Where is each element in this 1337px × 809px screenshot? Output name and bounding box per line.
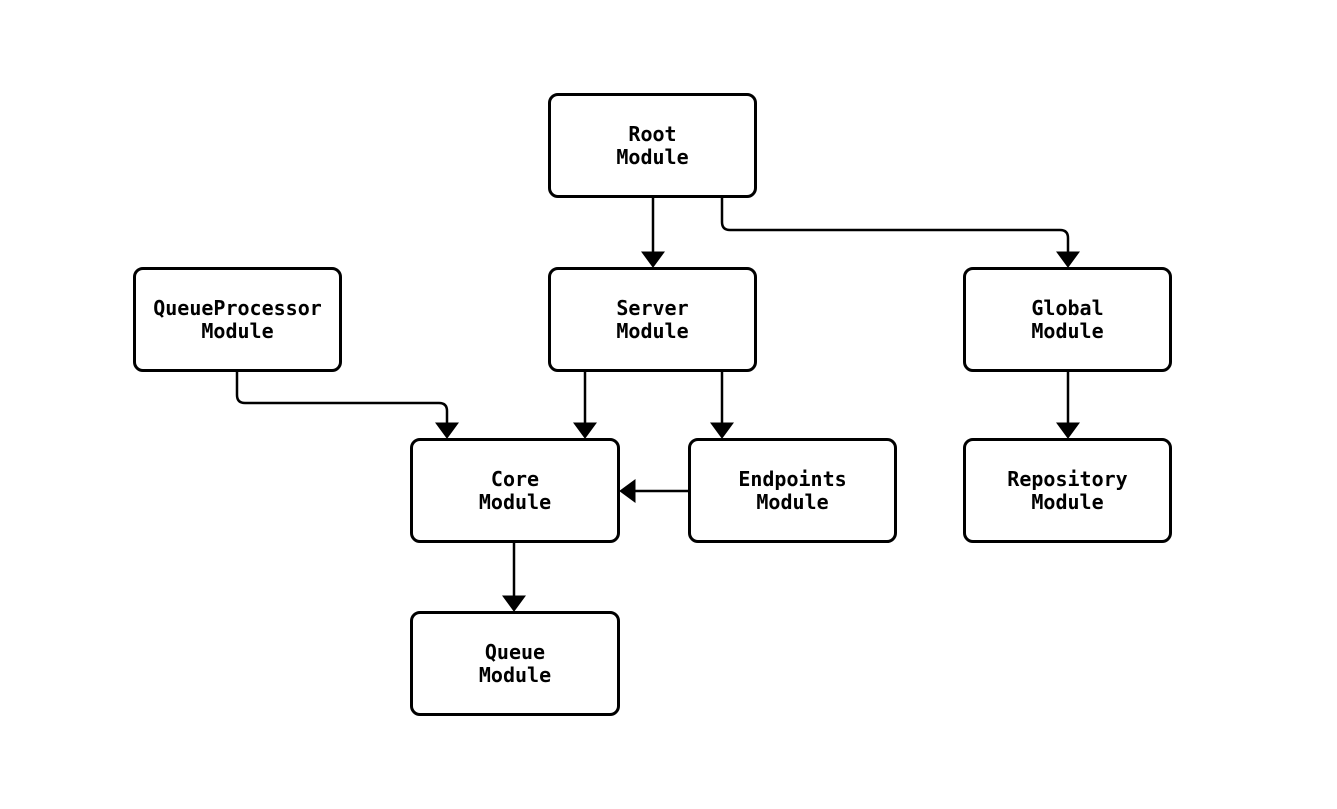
edge-server-to-endpoints	[710, 370, 734, 439]
edge-endpoints-to-core	[619, 479, 690, 503]
edge-global-to-repository	[1056, 370, 1080, 439]
edge-queueprocessor-to-core	[235, 370, 459, 439]
edge-server-to-core	[573, 370, 597, 439]
edge-root-to-server	[641, 196, 665, 268]
node-queue-module: Queue Module	[410, 611, 620, 716]
node-root-module: Root Module	[548, 93, 757, 198]
node-core-module: Core Module	[410, 438, 620, 543]
node-endpoints-module: Endpoints Module	[688, 438, 897, 543]
node-server-module: Server Module	[548, 267, 757, 372]
edge-root-to-global	[720, 196, 1080, 268]
node-global-module: Global Module	[963, 267, 1172, 372]
node-repository-module: Repository Module	[963, 438, 1172, 543]
edge-core-to-queue	[502, 541, 526, 612]
node-queueprocessor-module: QueueProcessor Module	[133, 267, 342, 372]
